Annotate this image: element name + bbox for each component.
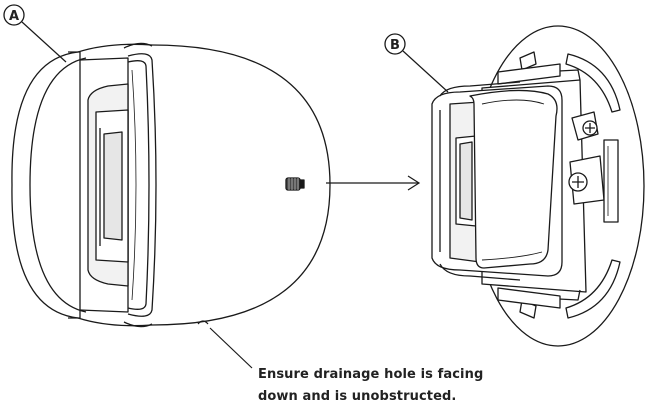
drainage-instruction-line-1: Ensure drainage hole is facing	[258, 367, 484, 382]
cover-housing-illustration	[11, 42, 331, 328]
drainage-leader-line	[209, 327, 253, 369]
drainage-instruction-line-2: down and is unobstructed.	[258, 389, 457, 404]
callout-a: A	[3, 4, 67, 63]
drainage-instruction: Ensure drainage hole is facing down and …	[258, 364, 558, 408]
callout-a-label: A	[9, 9, 19, 24]
direction-arrow	[326, 175, 421, 191]
callout-b-label: B	[390, 38, 400, 53]
mounted-speaker-illustration	[431, 25, 645, 347]
callout-b: B	[384, 33, 449, 93]
